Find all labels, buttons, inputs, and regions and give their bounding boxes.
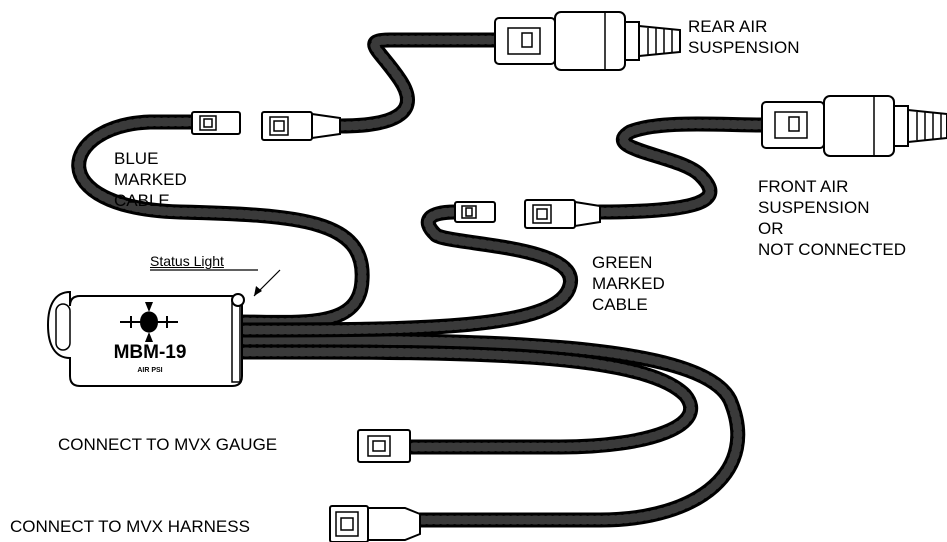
status-light-label: Status Light bbox=[150, 253, 224, 269]
rear-air-connector bbox=[494, 11, 681, 71]
blue-cable-plug bbox=[191, 111, 241, 135]
status-light-led bbox=[231, 293, 245, 307]
cable-blue-marked bbox=[71, 114, 370, 330]
connect-mvx-harness-label: CONNECT TO MVX HARNESS bbox=[10, 517, 250, 536]
blue-marked-cable-label: BLUE MARKED CABLE bbox=[114, 149, 187, 210]
rear-air-suspension-label: REAR AIR SUSPENSION bbox=[688, 17, 800, 57]
module-sub-text: AIR PSI bbox=[137, 367, 162, 374]
rear-jumper-socket bbox=[261, 111, 341, 141]
mvx-gauge-connector bbox=[357, 429, 411, 463]
status-light-leader bbox=[150, 269, 281, 297]
cable-mvx-gauge bbox=[230, 344, 699, 455]
green-marked-cable-label: GREEN MARKED CABLE bbox=[592, 253, 665, 314]
front-air-suspension-label: FRONT AIR SUSPENSION OR NOT CONNECTED bbox=[758, 177, 906, 259]
front-jumper-socket bbox=[524, 199, 601, 229]
front-air-connector bbox=[761, 95, 947, 157]
green-cable-plug bbox=[454, 201, 496, 223]
mvx-harness-connector bbox=[329, 505, 421, 542]
cable-front-jumper bbox=[592, 116, 770, 220]
module-logo bbox=[120, 302, 178, 342]
cable-rear-jumper bbox=[332, 32, 503, 134]
module-model-text: MBM-19 bbox=[114, 342, 187, 363]
cable-green-marked bbox=[230, 204, 578, 338]
mbm-19-module: MBM-19 AIR PSI bbox=[46, 290, 245, 387]
cable-mvx-harness bbox=[230, 332, 746, 528]
connect-mvx-gauge-label: CONNECT TO MVX GAUGE bbox=[58, 435, 278, 454]
